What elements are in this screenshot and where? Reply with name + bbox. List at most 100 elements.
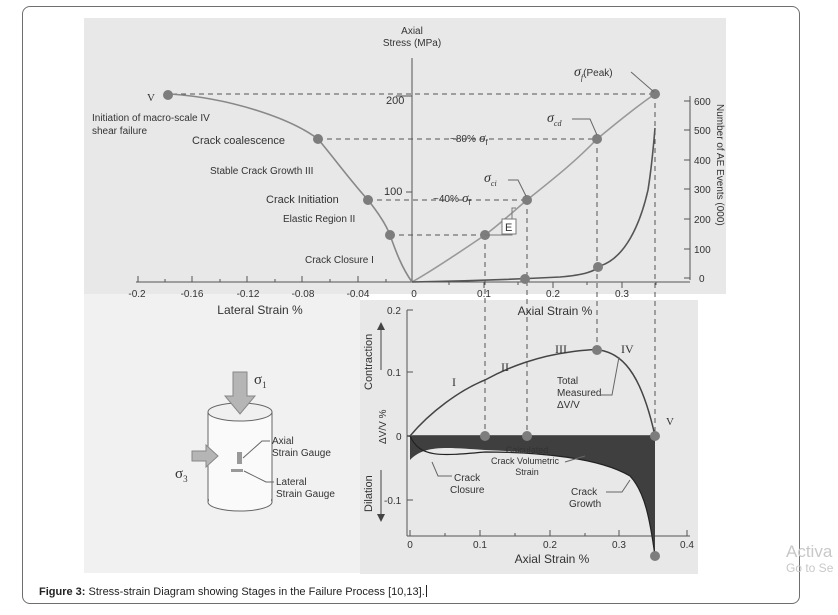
ax-bot-tick-0.1: 0.1 (473, 540, 487, 551)
growth-label-1: Crack (571, 487, 598, 498)
bottom-markers (480, 345, 660, 561)
dv-tick-0.1: 0.1 (387, 368, 401, 379)
roman-i: I (452, 375, 456, 389)
ae-axis-label: Number of AE Events (000) (714, 104, 725, 226)
lat-tick-0: 0 (411, 289, 417, 300)
pct80-label: ~80% σf (450, 130, 489, 147)
total-leader (600, 356, 620, 396)
bottom-x-ticks (409, 530, 688, 536)
dv-axis-label: ΔV/V % (378, 409, 389, 444)
contraction-arrowhead (377, 322, 385, 330)
ci-leader (508, 179, 527, 197)
ae-ticks (684, 100, 690, 279)
ae-tick-600: 600 (694, 97, 711, 108)
calc-label-2: Crack Volumetric (491, 456, 560, 466)
y-tick-label-200: 200 (386, 95, 404, 107)
sigma3-arrow (191, 443, 219, 469)
marker-peak (650, 89, 660, 99)
crack-coalescence-label: Crack coalescence (192, 135, 285, 147)
calc-label-1: Calculated (506, 445, 549, 455)
dilation-label: Dilation (363, 475, 375, 512)
lateral-strain-curve (169, 93, 413, 283)
growth-label-2: Growth (569, 499, 601, 510)
marker-bot-1 (480, 431, 490, 441)
stable-growth-label: Stable Crack Growth III (210, 166, 313, 177)
ae-tick-200: 200 (694, 215, 711, 226)
total-measured-curve (409, 348, 656, 437)
axial-strain-label-bottom: Axial Strain % (515, 552, 590, 566)
total-label-2: Measured (557, 388, 601, 399)
marker-bot-2 (522, 431, 532, 441)
cd-leader (572, 118, 598, 136)
marker-ae-1 (520, 274, 530, 284)
marker-coalescence (313, 134, 323, 144)
marker-bot-end (650, 551, 660, 561)
closure-label-1: Crack (454, 473, 481, 484)
crack-initiation-label: Crack Initiation (266, 194, 339, 206)
stage-v-label: V (147, 92, 155, 104)
axial-ticks-top (448, 282, 657, 288)
shear-failure-line2: shear failure (92, 126, 147, 137)
ax-bot-tick-0.3: 0.3 (612, 540, 626, 551)
contraction-label: Contraction (363, 334, 375, 390)
ax-top-tick-0.3: 0.3 (615, 289, 629, 300)
top-plot-background (84, 18, 726, 294)
ax-top-tick-0.1: 0.1 (477, 289, 491, 300)
y-tick-label-100: 100 (384, 186, 402, 198)
axial-gauge-label-1: Axial (272, 436, 294, 447)
marker-initiation (363, 195, 373, 205)
y-title-line1: Axial (401, 26, 423, 37)
axial-gauge-label-2: Strain Gauge (272, 448, 331, 459)
y-title-line2: Stress (MPa) (383, 38, 441, 49)
ax-top-tick-0.2: 0.2 (546, 289, 560, 300)
crack-closure-label: Crack Closure I (305, 255, 374, 266)
crack-volumetric-fill (410, 436, 655, 556)
roman-iv: IV (621, 342, 634, 356)
marker-bot-v (650, 431, 660, 441)
lateral-ticks (137, 276, 387, 282)
lat-tick-m0.16: -0.16 (181, 289, 204, 300)
dilation-arrowhead (377, 514, 385, 522)
roman-iii: III (555, 342, 567, 356)
ae-tick-500: 500 (694, 126, 711, 137)
marker-ae-2 (593, 262, 603, 272)
activation-watermark: Activa Go to Se (786, 542, 834, 575)
shear-failure-line1: Initiation of macro-scale IV (92, 113, 210, 124)
caption-prefix: Figure 3: (39, 586, 86, 598)
lat-tick-m0.2: -0.2 (128, 289, 146, 300)
marker-closure-lat (385, 230, 395, 240)
marker-bot-peak (592, 345, 602, 355)
dv-tick-0.2: 0.2 (387, 306, 401, 317)
figure-caption: Figure 3: Stress-strain Diagram showing … (39, 585, 427, 598)
ax-bot-tick-0.2: 0.2 (543, 540, 557, 551)
calc-leader (564, 455, 586, 463)
closure-label-2: Closure (450, 485, 485, 496)
lat-tick-m0.04: -0.04 (347, 289, 370, 300)
caption-text: Stress-strain Diagram showing Stages in … (85, 586, 425, 598)
guide-lines (172, 93, 656, 436)
roman-ii: II (501, 360, 509, 374)
watermark-line1: Activa (786, 542, 833, 561)
lateral-gauge-label-2: Strain Gauge (276, 489, 335, 500)
axial-gauge-mark (237, 452, 242, 464)
dv-tick-m0.1: -0.1 (384, 496, 402, 507)
total-label-1: Total (557, 376, 578, 387)
ae-tick-0: 0 (699, 274, 705, 285)
specimen-cylinder (207, 402, 273, 512)
e-label: E (505, 222, 512, 234)
watermark-line2: Go to Se (786, 560, 834, 575)
ae-tick-300: 300 (694, 185, 711, 196)
ae-tick-400: 400 (694, 156, 711, 167)
sigma1-arrow (223, 371, 257, 415)
total-label-3: ΔV/V (557, 400, 580, 411)
marker-v (163, 90, 173, 100)
lat-tick-m0.12: -0.12 (237, 289, 260, 300)
closure-leader (431, 461, 452, 477)
roman-v: V (666, 416, 674, 428)
ae-tick-100: 100 (694, 245, 711, 256)
crack-volumetric-curve (409, 435, 656, 557)
elastic-region-label: Elastic Region II (283, 214, 355, 225)
marker-cd (592, 134, 602, 144)
top-markers (163, 89, 660, 284)
